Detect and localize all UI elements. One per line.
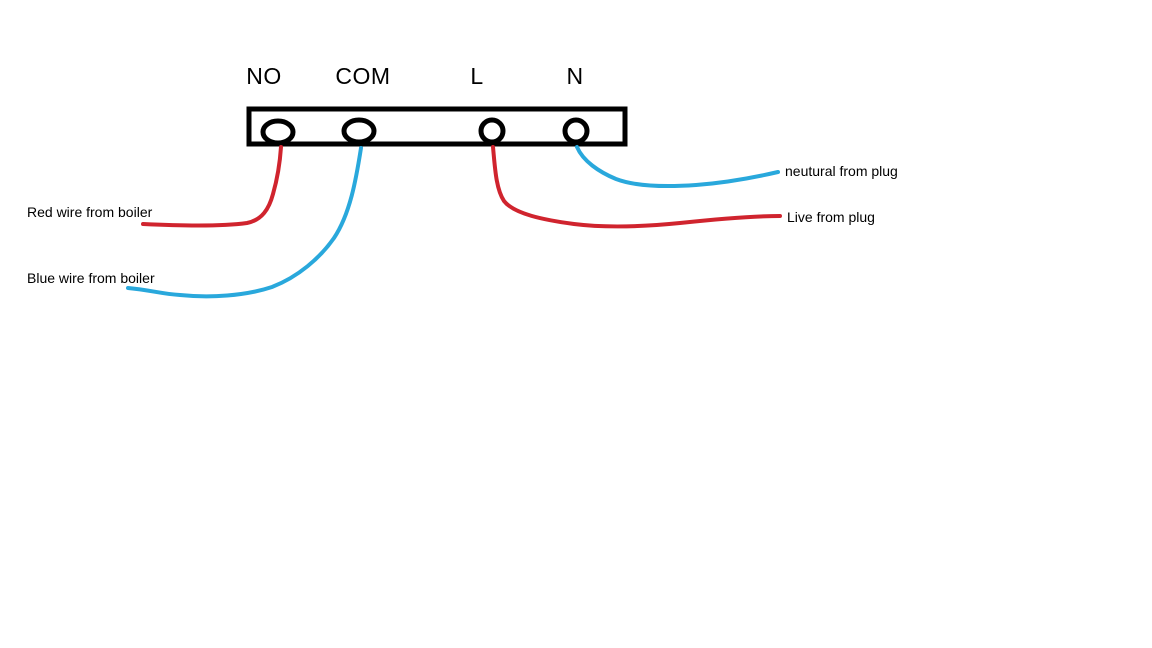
terminal-block-outline (246, 106, 628, 147)
wire-label-red-boiler: Red wire from boiler (27, 204, 153, 220)
terminal-label-l: L (470, 63, 484, 89)
terminal-label-com: COM (335, 63, 391, 89)
wire-label-blue-boiler: Blue wire from boiler (27, 270, 155, 286)
terminal-hole-com (341, 117, 377, 145)
wire-label-neutral-plug: neutural from plug (785, 163, 898, 179)
wire-red-l-to-live-plug (491, 145, 782, 229)
terminal-hole-l (478, 117, 506, 145)
terminal-hole-no (260, 118, 296, 146)
wire-label-live-plug: Live from plug (787, 209, 875, 225)
terminal-hole-n (562, 117, 590, 145)
terminal-label-n: N (566, 63, 584, 89)
wire-red-boiler-to-no (141, 145, 283, 228)
wire-blue-n-to-neutral-plug (575, 145, 780, 189)
terminal-label-no: NO (246, 63, 282, 89)
wire-blue-boiler-to-com (126, 146, 363, 299)
